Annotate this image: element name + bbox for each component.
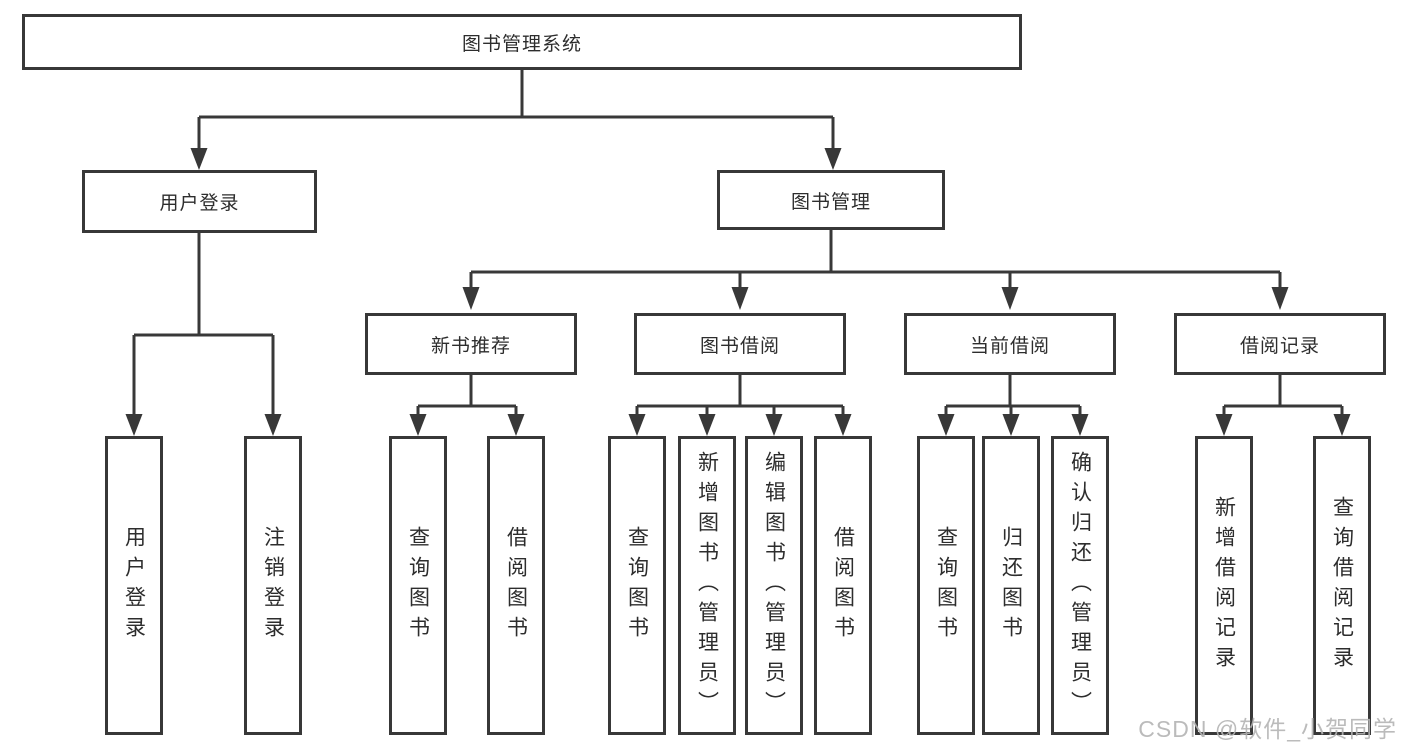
leaf-logout: 注销登录: [244, 436, 302, 735]
leaf-borrow-books: 借阅图书: [814, 436, 872, 735]
arrow-down-icon: [765, 414, 783, 436]
leaf-query-books-recommend: 查询图书: [389, 436, 447, 735]
arrow-down-icon: [1333, 414, 1351, 436]
arrow-down-icon: [264, 414, 282, 436]
leaf-add-books-admin: 新增图书（管理员）: [678, 436, 736, 735]
node-label: 借阅图书: [504, 525, 528, 646]
arrow-down-icon: [462, 287, 480, 310]
node-label: 借阅图书: [831, 525, 855, 646]
node-label: 新增图书（管理员）: [695, 450, 719, 721]
arrow-down-icon: [507, 414, 525, 436]
arrow-down-icon: [824, 148, 842, 170]
leaf-query-books-borrowing: 查询图书: [608, 436, 666, 735]
arrow-down-icon: [1215, 414, 1233, 436]
edges-book-borrow-children: [628, 375, 852, 436]
node-label: 借阅记录: [1239, 335, 1320, 357]
arrow-down-icon: [937, 414, 955, 436]
leaf-query-books-current: 查询图书: [917, 436, 975, 735]
leaf-return-books: 归还图书: [982, 436, 1040, 735]
arrow-down-icon: [1271, 287, 1289, 310]
leaf-query-borrow-record: 查询借阅记录: [1313, 436, 1371, 735]
edges-root-to-level2: [190, 70, 842, 170]
arrow-down-icon: [1002, 414, 1020, 436]
node-book-borrowing: 图书借阅: [634, 313, 846, 375]
arrow-down-icon: [834, 414, 852, 436]
node-label: 查询图书: [625, 525, 649, 646]
arrow-down-icon: [1001, 287, 1019, 310]
node-label: 用户登录: [122, 525, 146, 646]
node-book-management: 图书管理: [717, 170, 945, 230]
node-current-borrowing: 当前借阅: [904, 313, 1116, 375]
leaf-user-login: 用户登录: [105, 436, 163, 735]
arrow-down-icon: [731, 287, 749, 310]
node-label: 新增借阅记录: [1212, 495, 1236, 676]
arrow-down-icon: [190, 148, 208, 170]
node-label: 查询借阅记录: [1330, 495, 1354, 676]
leaf-confirm-return-admin: 确认归还（管理员）: [1051, 436, 1109, 735]
leaf-edit-books-admin: 编辑图书（管理员）: [745, 436, 803, 735]
node-label: 用户登录: [159, 193, 240, 214]
node-label: 确认归还（管理员）: [1068, 450, 1092, 721]
node-label: 新书推荐: [430, 335, 511, 357]
node-user-login: 用户登录: [82, 170, 317, 233]
edges-borrow-record-children: [1215, 375, 1351, 436]
arrow-down-icon: [125, 414, 143, 436]
edges-user-login-children: [125, 233, 282, 436]
edges-book-mgmt-children: [462, 230, 1289, 310]
node-label: 图书管理系统: [461, 33, 582, 55]
node-label: 查询图书: [934, 525, 958, 646]
node-label: 查询图书: [406, 525, 430, 646]
node-label: 编辑图书（管理员）: [762, 450, 786, 721]
leaf-borrow-books-recommend: 借阅图书: [487, 436, 545, 735]
edges-new-book-rec-children: [409, 375, 525, 436]
arrow-down-icon: [628, 414, 646, 436]
arrow-down-icon: [1071, 414, 1089, 436]
node-borrowing-records: 借阅记录: [1174, 313, 1386, 375]
edges-current-borrow-children: [937, 375, 1089, 436]
csdn-watermark: CSDN @软件_小贺同学: [1138, 716, 1397, 742]
node-label: 图书借阅: [699, 335, 780, 357]
arrow-down-icon: [698, 414, 716, 436]
node-label: 注销登录: [261, 525, 285, 646]
node-label: 当前借阅: [969, 335, 1050, 357]
leaf-add-borrow-record: 新增借阅记录: [1195, 436, 1253, 735]
node-new-book-recommend: 新书推荐: [365, 313, 577, 375]
node-root-library-system: 图书管理系统: [22, 14, 1022, 70]
arrow-down-icon: [409, 414, 427, 436]
node-label: 归还图书: [999, 525, 1023, 646]
node-label: 图书管理: [790, 191, 871, 213]
